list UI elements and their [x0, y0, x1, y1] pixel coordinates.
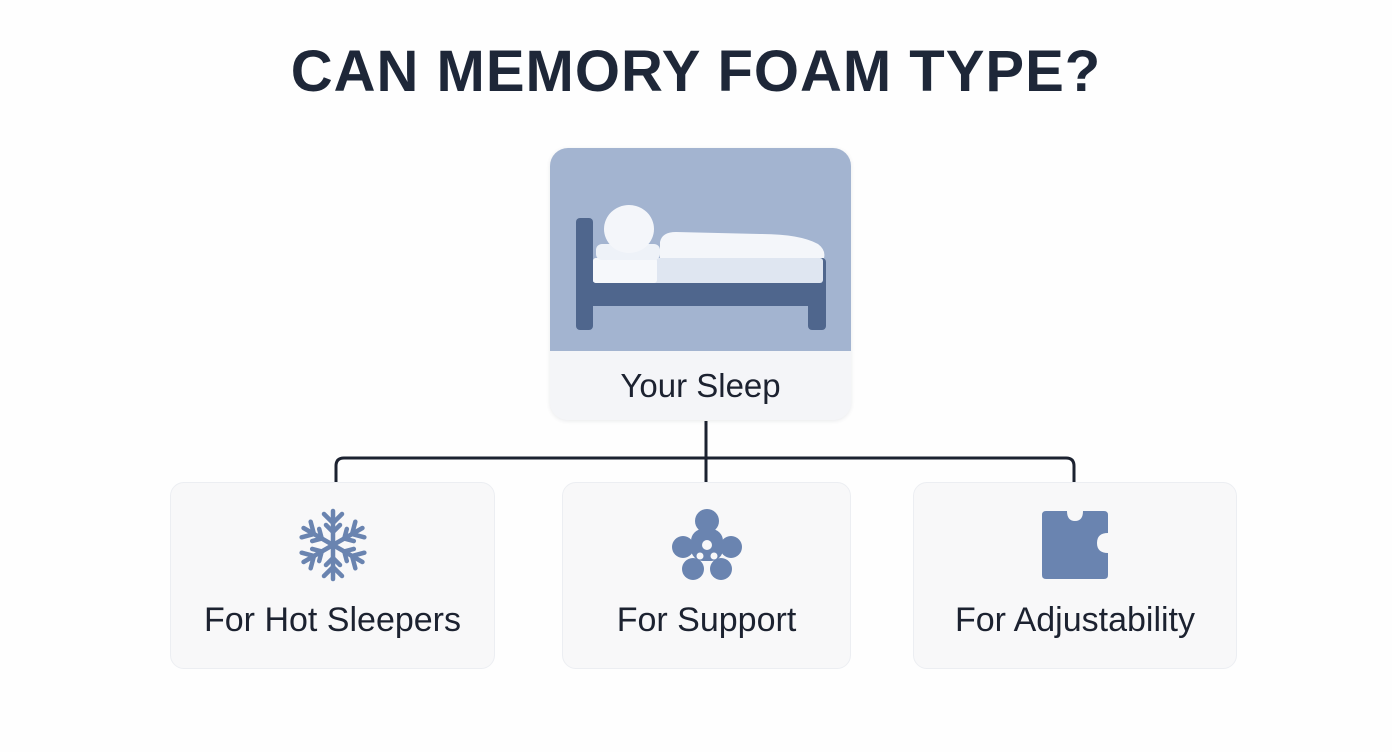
root-node-your-sleep: Your Sleep — [550, 148, 851, 420]
connector-branch-left — [334, 456, 706, 482]
puzzle-piece-icon — [1037, 507, 1113, 583]
bed-sleeper-icon — [550, 148, 851, 351]
child-node-label: For Support — [616, 601, 797, 639]
diagram-title: CAN MEMORY FOAM TYPE? — [290, 39, 1102, 104]
child-node-support: For Support — [562, 482, 851, 669]
gingerbread-figure-icon — [669, 507, 745, 583]
snowflake-icon — [295, 507, 371, 583]
child-node-label: For Hot Sleepers — [204, 601, 461, 639]
child-node-adjustability: For Adjustability — [913, 482, 1237, 669]
child-node-label: For Adjustability — [955, 601, 1195, 639]
connector-branch-right — [706, 456, 1076, 482]
root-node-label: Your Sleep — [550, 351, 851, 420]
child-node-hot-sleepers: For Hot Sleepers — [170, 482, 495, 669]
